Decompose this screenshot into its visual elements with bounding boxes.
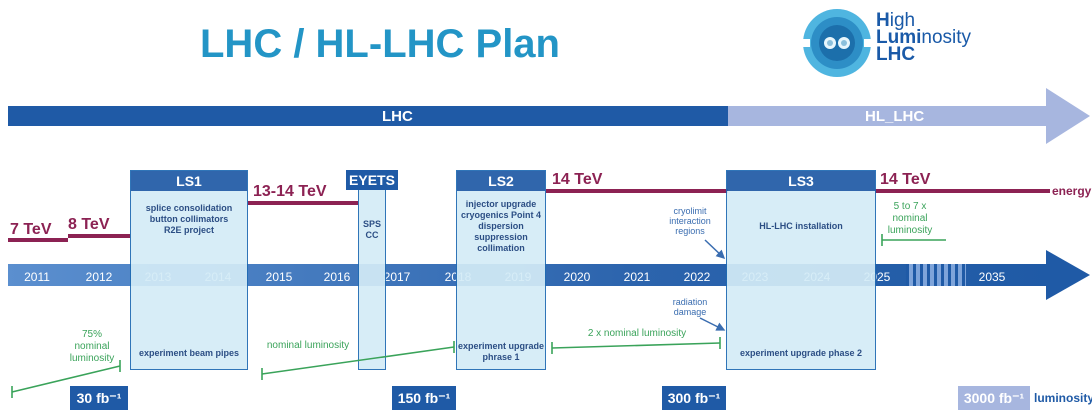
energy-line-13tev	[248, 201, 358, 205]
energy-line-14tev-hl	[875, 189, 1050, 193]
lumi-75-label: 75% nominal luminosity	[69, 329, 115, 364]
energy-label-2011: 7 TeV	[10, 221, 52, 238]
hl-lhc-phase-label: HL_LHC	[865, 108, 925, 125]
hilumi-logo-icon	[802, 9, 872, 77]
energy-label-2015: 13-14 TeV	[253, 183, 327, 200]
energy-row-label: energy	[1052, 184, 1092, 198]
ls2-bottom-text: experiment upgrade phrase 1	[457, 341, 545, 362]
year-label: 2020	[563, 270, 591, 284]
energy-line-14tev-run3	[546, 189, 728, 193]
year-label: 2017	[383, 270, 411, 284]
phase-arrowhead-icon	[1046, 88, 1090, 144]
lumi-5to7-label: 5 to 7 x nominal luminosity	[887, 201, 933, 236]
integrated-luminosity-label: luminosity	[1034, 391, 1092, 405]
lumi-3000fb-badge: 3000 fb⁻¹	[958, 386, 1030, 410]
lumi-2x-label: 2 x nominal luminosity	[587, 328, 687, 339]
year-label: 2022	[683, 270, 711, 284]
year-label: 2012	[85, 270, 113, 284]
cryolimit-note: cryolimit interaction regions	[669, 206, 711, 236]
radiation-note: radiation damage	[672, 297, 708, 317]
lumi-nominal-label: nominal luminosity	[266, 340, 350, 351]
ls1-box: LS1 splice consolidation button collimat…	[130, 170, 248, 370]
hl-lhc-phase-bar	[728, 106, 1048, 126]
lumi-line-5to7	[881, 234, 946, 246]
note-arrows-icon	[699, 239, 726, 331]
year-label: 2035	[978, 270, 1006, 284]
eyets-text: SPS CC	[362, 219, 381, 240]
ls1-text: splice consolidation button collimators …	[145, 203, 233, 235]
ls2-text: injector upgrade cryogenics Point 4 disp…	[460, 199, 542, 253]
eyets-box: SPS CC	[358, 170, 386, 370]
ls1-title: LS1	[131, 171, 247, 191]
energy-line-7tev	[8, 238, 68, 242]
lumi-300fb-badge: 300 fb⁻¹	[662, 386, 726, 410]
energy-label-2012: 8 TeV	[68, 216, 110, 233]
year-label: 2021	[623, 270, 651, 284]
page-title: LHC / HL-LHC Plan	[200, 22, 560, 66]
year-label: 2015	[265, 270, 293, 284]
ls3-title: LS3	[727, 171, 875, 191]
eyets-title: EYETS	[346, 170, 398, 190]
energy-line-8tev	[68, 234, 130, 238]
timeline-arrowhead-icon	[1046, 250, 1090, 300]
ls3-text: HL-LHC installation	[759, 221, 843, 231]
ls1-bottom-text: experiment beam pipes	[138, 348, 240, 358]
ls3-box: LS3 HL-LHC installation experiment upgra…	[726, 170, 876, 370]
year-label: 2011	[24, 270, 50, 284]
ls2-title: LS2	[457, 171, 545, 191]
ls3-bottom-text: experiment upgrade phase 2	[739, 348, 863, 358]
lhc-phase-bar	[8, 106, 728, 126]
lumi-150fb-badge: 150 fb⁻¹	[392, 386, 456, 410]
timeline-gap-hatch	[906, 264, 966, 286]
hilumi-logo-text: High Luminosity LHC	[876, 10, 972, 65]
ls2-box: LS2 injector upgrade cryogenics Point 4 …	[456, 170, 546, 370]
luminosity-level-lines	[11, 337, 721, 398]
year-label: 2016	[323, 270, 351, 284]
energy-label-2020: 14 TeV	[552, 171, 603, 188]
lhc-phase-label: LHC	[382, 108, 413, 125]
energy-label-2025: 14 TeV	[880, 171, 931, 188]
lumi-30fb-badge: 30 fb⁻¹	[70, 386, 128, 410]
